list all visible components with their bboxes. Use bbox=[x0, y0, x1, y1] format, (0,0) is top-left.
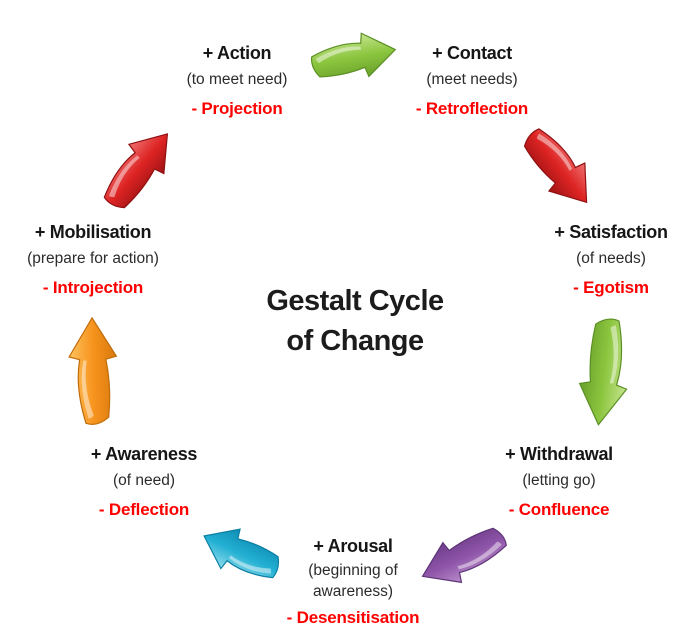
arrow-action-to-contact bbox=[303, 23, 403, 90]
stage-contact-label: + Contact bbox=[432, 43, 512, 63]
stage-contact: + Contact (meet needs) - Retroflection bbox=[384, 40, 560, 124]
arrow-arousal-to-awareness bbox=[190, 511, 292, 596]
diagram-title-line1: Gestalt Cycle bbox=[266, 285, 444, 317]
diagram-title-line2: of Change bbox=[286, 325, 424, 357]
stage-mobilisation-negative: - Introjection bbox=[42, 278, 144, 297]
stage-arousal: + Arousal (beginning of awareness) - Des… bbox=[278, 533, 428, 629]
stage-withdrawal-label: + Withdrawal bbox=[505, 444, 613, 464]
stage-action-label: + Action bbox=[202, 43, 272, 63]
arrow-withdrawal-to-arousal bbox=[409, 513, 520, 602]
stage-mobilisation-label: + Mobilisation bbox=[34, 222, 152, 242]
stage-awareness-negative: - Deflection bbox=[98, 500, 190, 519]
stage-contact-desc: (meet needs) bbox=[426, 71, 518, 88]
stage-mobilisation: + Mobilisation (prepare for action) - In… bbox=[5, 219, 181, 303]
stage-awareness-desc: (of need) bbox=[112, 472, 176, 489]
stage-arousal-desc: (beginning of awareness) bbox=[308, 562, 398, 600]
arrow-satisfaction-to-withdrawal bbox=[570, 310, 640, 432]
arrow-mobilisation-to-action bbox=[86, 114, 190, 224]
stage-withdrawal-negative: - Confluence bbox=[508, 500, 610, 519]
stage-withdrawal-desc: (letting go) bbox=[522, 472, 596, 489]
stage-action: + Action (to meet need) - Projection bbox=[149, 40, 325, 124]
stage-awareness: + Awareness (of need) - Deflection bbox=[56, 441, 232, 525]
stage-withdrawal: + Withdrawal (letting go) - Confluence bbox=[471, 441, 647, 525]
stage-contact-negative: - Retroflection bbox=[415, 99, 529, 118]
stage-arousal-label: + Arousal bbox=[313, 536, 393, 556]
stage-satisfaction-negative: - Egotism bbox=[573, 278, 649, 297]
stage-awareness-label: + Awareness bbox=[90, 444, 198, 464]
arrow-contact-to-satisfaction bbox=[508, 113, 610, 222]
stage-action-desc: (to meet need) bbox=[186, 71, 288, 88]
stage-arousal-negative: - Desensitisation bbox=[286, 608, 420, 627]
arrow-awareness-to-mobilisation bbox=[64, 314, 122, 431]
stage-satisfaction-desc: (of needs) bbox=[576, 250, 646, 267]
diagram-title: Gestalt Cycle of Change bbox=[266, 281, 444, 361]
stage-mobilisation-desc: (prepare for action) bbox=[27, 250, 159, 267]
stage-action-negative: - Projection bbox=[191, 99, 283, 118]
stage-satisfaction: + Satisfaction (of needs) - Egotism bbox=[523, 219, 686, 303]
stage-satisfaction-label: + Satisfaction bbox=[554, 222, 668, 242]
